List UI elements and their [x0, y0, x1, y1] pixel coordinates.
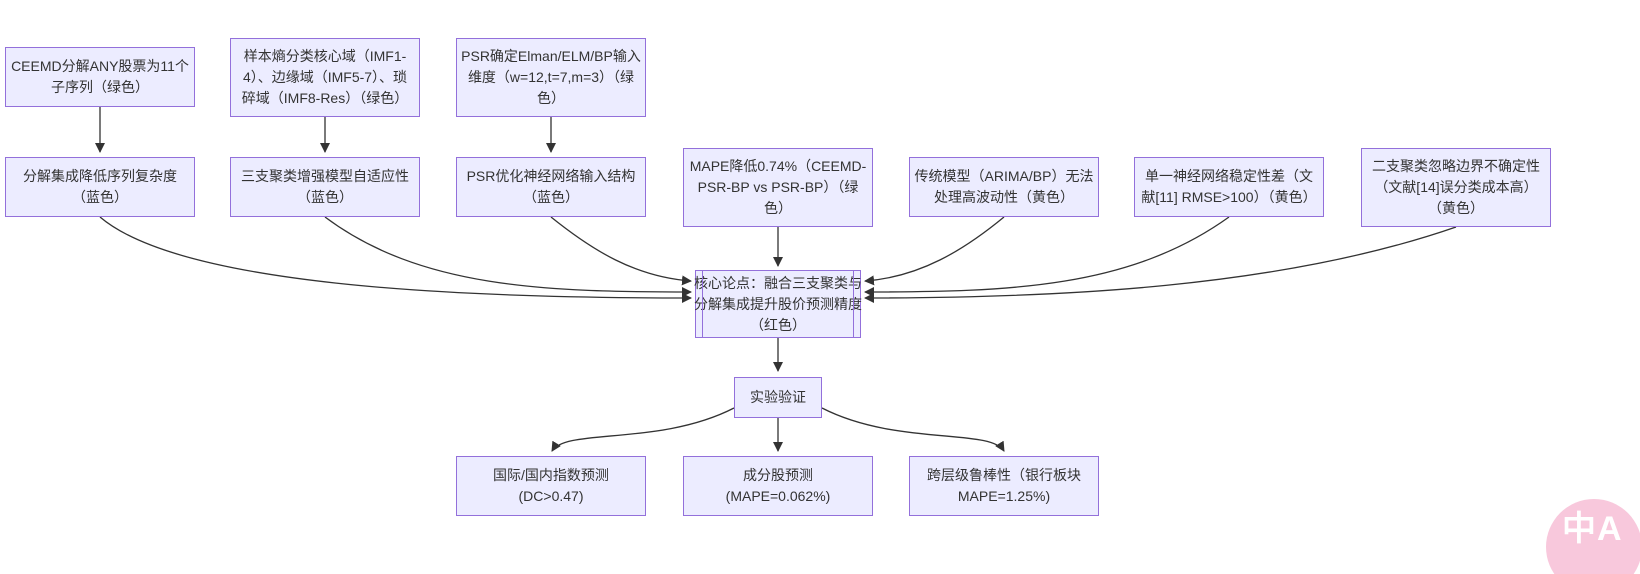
node-decompose-complexity: 分解集成降低序列复杂度 （蓝色）: [5, 157, 195, 217]
node-label-line: 样本熵分类核心域（IMF1-: [243, 48, 407, 64]
edge-singlenn-to-core: [864, 216, 1230, 297]
node-label-line: 二支聚类忽略边界不确定性: [1372, 158, 1540, 174]
node-label-line: （黄色）: [1428, 200, 1484, 216]
edge-experiment-to-robustness: [821, 407, 1005, 452]
node-label-line: (DC>0.47): [518, 488, 584, 504]
node-sample-entropy: 样本熵分类核心域（IMF1- 4）、边缘域（IMF5-7）、琐 碎域（IMF8-…: [230, 38, 420, 117]
node-two-way-limit: 二支聚类忽略边界不确定性 （文献[14]误分类成本高） （黄色）: [1361, 148, 1551, 227]
node-label-line: （蓝色）: [72, 189, 128, 205]
node-single-nn-unstable: 单一神经网络稳定性差（文 献[11] RMSE>100）（黄色）: [1134, 157, 1324, 217]
node-label-line: 分解集成提升股价预测精度: [694, 295, 862, 312]
edge-twoway-to-core: [864, 226, 1457, 303]
edge-structure-to-core: [550, 216, 692, 286]
edge-adaptivity-to-core: [324, 216, 692, 297]
node-label-line: （文献[14]误分类成本高）: [1374, 179, 1538, 195]
node-label-line: PSR-BP vs PSR-BP）（绿: [697, 179, 859, 195]
node-label-line: （红色）: [750, 316, 806, 333]
node-ceemd-decompose: CEEMD分解ANY股票为11个 子序列（绿色）: [5, 47, 195, 107]
node-experiment-validation: 实验验证: [734, 377, 822, 418]
node-label-line: （蓝色）: [297, 189, 353, 205]
node-label-line: 4）、边缘域（IMF5-7）、琐: [242, 69, 408, 85]
node-label-line: 子序列（绿色）: [51, 79, 149, 95]
watermark-text: 中A: [1562, 510, 1623, 548]
node-label-line: 三支聚类增强模型自适应性: [241, 168, 409, 184]
node-label-line: 实验验证: [750, 389, 806, 405]
node-psr-structure: PSR优化神经网络输入结构 （蓝色）: [456, 157, 646, 217]
node-three-way-adaptivity: 三支聚类增强模型自适应性 （蓝色）: [230, 157, 420, 217]
node-psr-dimension: PSR确定Elman/ELM/BP输入 维度（w=12,t=7,m=3）（绿 色…: [456, 38, 646, 117]
node-label-line: MAPE=1.25%): [957, 488, 1051, 504]
node-traditional-limit: 传统模型（ARIMA/BP）无法 处理高波动性（黄色）: [909, 157, 1099, 217]
edge-traditional-to-core: [864, 216, 1005, 286]
edge-experiment-to-index: [551, 407, 735, 452]
node-label-line: 色）: [764, 200, 792, 216]
node-label-line: 成分股预测: [743, 467, 813, 483]
node-label-line: （蓝色）: [523, 189, 579, 205]
node-robustness: 跨层级鲁棒性（银行板块 MAPE=1.25%): [909, 456, 1099, 516]
node-label-line: 色）: [537, 90, 565, 106]
node-label-line: PSR优化神经网络输入结构: [466, 168, 636, 184]
node-label-line: MAPE降低0.74%（CEEMD-: [689, 158, 867, 174]
node-label-line: 分解集成降低序列复杂度: [23, 168, 177, 184]
node-label-line: 传统模型（ARIMA/BP）无法: [914, 168, 1094, 184]
subroutine-bar-left: [702, 271, 703, 337]
node-core-thesis: 核心论点：融合三支聚类与 分解集成提升股价预测精度 （红色）: [694, 270, 862, 338]
node-label-line: 跨层级鲁棒性（银行板块: [927, 467, 1081, 483]
node-label-line: 国际/国内指数预测: [493, 467, 609, 483]
node-label-line: 单一神经网络稳定性差（文: [1145, 168, 1313, 184]
node-mape-improvement: MAPE降低0.74%（CEEMD- PSR-BP vs PSR-BP）（绿 色…: [683, 148, 873, 227]
node-label-line: 核心论点：融合三支聚类与: [694, 274, 862, 291]
node-label-line: 处理高波动性（黄色）: [934, 189, 1074, 205]
node-label-line: CEEMD分解ANY股票为11个: [11, 58, 189, 74]
node-index-prediction: 国际/国内指数预测 (DC>0.47): [456, 456, 646, 516]
node-label-line: PSR确定Elman/ELM/BP输入: [461, 48, 641, 64]
watermark-logo[interactable]: 中A: [1546, 499, 1640, 574]
subroutine-bar-right: [853, 271, 854, 337]
node-constituent-prediction: 成分股预测 (MAPE=0.062%): [683, 456, 873, 516]
node-label-line: 维度（w=12,t=7,m=3）（绿: [467, 69, 635, 85]
node-label-line: (MAPE=0.062%): [725, 488, 831, 504]
node-label-line: 碎域（IMF8-Res）（绿色）: [241, 90, 409, 106]
node-label-line: 献[11] RMSE>100）（黄色）: [1141, 189, 1317, 205]
edge-complexity-to-core: [99, 216, 692, 303]
